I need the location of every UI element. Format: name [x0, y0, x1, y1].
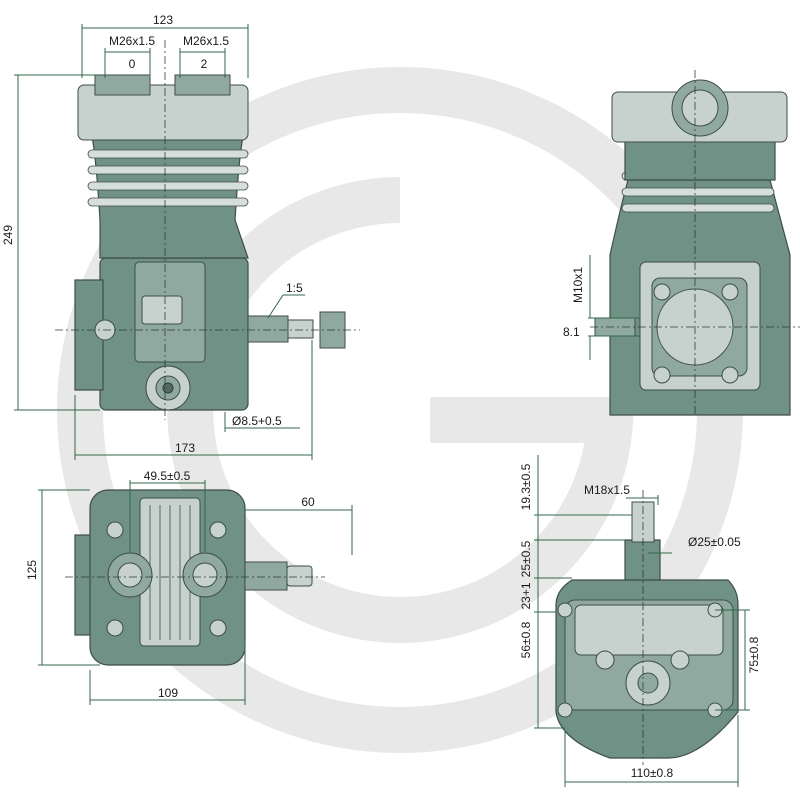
bottom-dimension-lines: [534, 455, 750, 787]
dim-top-shaft-len: 60: [301, 495, 315, 509]
dim-front-port-right: M26x1.5: [183, 34, 229, 48]
dim-front-port-left: M26x1.5: [109, 34, 155, 48]
dim-top-width: 109: [158, 686, 178, 700]
dim-bottom-thread: M18x1.5: [584, 483, 630, 497]
dim-front-port-left-num: 0: [129, 57, 136, 71]
top-view: [65, 489, 325, 666]
dim-front-port-right-num: 2: [201, 57, 208, 71]
dim-top-spacing: 49.5±0.5: [144, 469, 191, 483]
bottom-view: [555, 490, 739, 765]
side-view: [590, 70, 800, 416]
dim-bottom-c: 23+1: [519, 582, 533, 609]
dim-bottom-shaft-dia: Ø25±0.05: [688, 535, 741, 549]
side-dimension-lines: [588, 255, 640, 360]
front-view: [55, 40, 360, 420]
dim-bottom-width: 110±0.8: [631, 766, 674, 780]
dim-front-length: 173: [175, 441, 195, 455]
dim-front-width: 123: [153, 13, 173, 27]
front-dimension-lines: [14, 24, 313, 460]
dim-side-thread: M10x1: [571, 267, 585, 303]
dim-front-taper: 1:5: [286, 281, 303, 295]
dim-bottom-d: 56±0.8: [519, 621, 533, 658]
dim-top-depth: 125: [25, 560, 39, 580]
dim-bottom-b: 25±0.5: [519, 540, 533, 577]
dim-front-height: 249: [1, 225, 15, 245]
dim-front-shaft-dia: Ø8.5+0.5: [232, 414, 282, 428]
dim-side-offset: 8.1: [563, 325, 580, 339]
top-dimension-lines: [38, 480, 353, 705]
dim-bottom-e: 75±0.8: [747, 636, 761, 673]
dim-bottom-a: 19.3±0.5: [519, 463, 533, 510]
